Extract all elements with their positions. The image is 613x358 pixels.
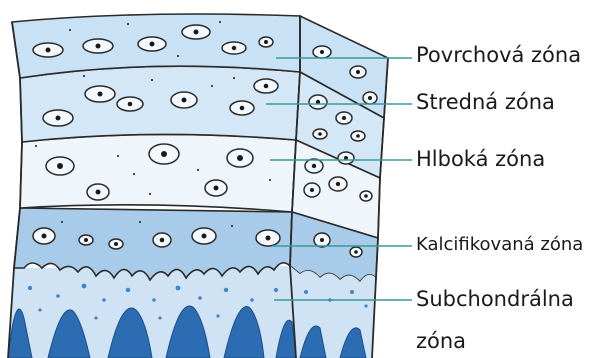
label-surface-zone: Povrchová zóna [416, 44, 581, 67]
label-middle-zone: Stredná zóna [416, 91, 555, 114]
label-deep-zone: Hlboká zóna [416, 148, 545, 171]
middle-zone-region [20, 66, 300, 142]
label-subchondral-zone-line1: Subchondrálna [416, 288, 574, 311]
label-subchondral-zone-line2: zóna [416, 330, 466, 353]
label-calcified-zone: Kalcifikovaná zóna [416, 235, 583, 255]
